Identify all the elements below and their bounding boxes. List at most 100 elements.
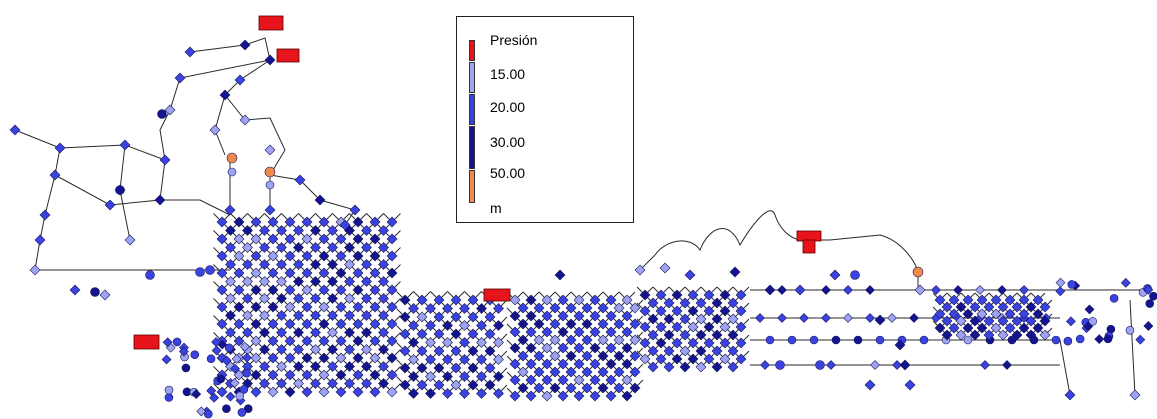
junction-node [344,259,355,270]
junction-node [1019,285,1029,295]
junction-node [703,305,715,317]
junction-node [378,276,389,287]
junction-node [621,294,633,306]
junction-node [629,366,641,378]
junction-node [294,174,306,186]
junction-node [242,293,253,304]
junction-node [230,363,240,374]
junction-node [310,327,321,338]
junction-node [225,327,236,338]
junction-node [629,382,641,394]
junction-node [181,363,191,373]
tank-center [483,288,511,302]
junction-node [425,320,436,331]
junction-node [284,250,296,262]
junction-node [655,289,667,301]
junction-node [719,321,731,333]
junction-node [327,276,338,287]
junction-node [541,342,553,354]
junction-node [467,328,479,340]
junction-node [493,303,504,314]
junction-node [983,315,995,327]
junction-node [1032,294,1044,306]
junction-node [517,334,529,346]
junction-node [597,334,609,346]
junction-node [687,289,699,301]
junction-node [327,259,338,270]
junction-node [327,310,338,321]
junction-node [581,302,593,314]
junction-node [239,39,251,51]
junction-node [209,124,221,136]
junction-node [161,354,172,365]
junction-node [605,294,617,306]
junction-node [352,284,364,296]
junction-node [386,335,398,347]
junction-node [934,294,946,306]
junction-node [450,311,462,323]
junction-node [164,393,174,402]
junction-node [764,284,776,296]
junction-node [549,350,561,362]
junction-node [799,313,809,323]
junction-node [369,318,381,330]
junction-node [335,386,347,398]
junction-node [1025,315,1037,327]
junction-node [679,329,691,341]
junction-node [352,352,364,364]
junction-node [442,371,453,382]
junction-node [378,225,389,236]
junction-node [647,313,659,325]
junction-node [647,361,659,373]
junction-node [727,345,739,357]
junction-node [735,305,747,317]
junction-node [794,284,806,296]
junction-node [975,285,985,295]
junction-node [639,289,651,301]
junction-node [386,301,398,313]
junction-node [293,225,304,236]
junction-node [955,301,967,313]
junction-node [259,344,270,355]
junction-node [310,259,321,270]
junction-node [352,335,364,347]
junction-node [293,276,304,287]
junction-node [318,301,330,313]
junction-node [639,353,651,365]
junction-node [284,284,296,296]
junction-node [301,267,313,279]
junction-node [216,318,228,330]
junction-node [416,294,428,306]
junction-node [703,289,715,301]
junction-node [525,374,537,386]
junction-node [934,322,946,334]
junction-node [955,329,967,341]
junction-node [386,250,398,262]
junction-node [459,388,470,399]
junction-node [335,301,347,313]
legend-swatch-mid [469,94,475,125]
junction-node [450,379,462,391]
junction-node [399,311,411,323]
junction-node [318,369,330,381]
junction-node [639,321,651,333]
junction-node [239,341,250,352]
junction-node [242,242,253,253]
junction-node [203,409,213,419]
junction-node [310,344,321,355]
junction-node [301,335,313,347]
junction-node [484,345,496,357]
pipe [654,210,919,290]
junction-node [293,293,304,304]
junction-node [821,285,831,295]
junction-node [892,360,902,370]
junction-node [1149,291,1157,301]
junction-node [327,327,338,338]
junction-node [327,361,338,372]
junction-node [597,350,609,362]
junction-node [442,320,453,331]
junction-node [589,342,601,354]
junction-node [1039,315,1051,327]
junction-node [119,139,131,151]
junction-node [318,335,330,347]
